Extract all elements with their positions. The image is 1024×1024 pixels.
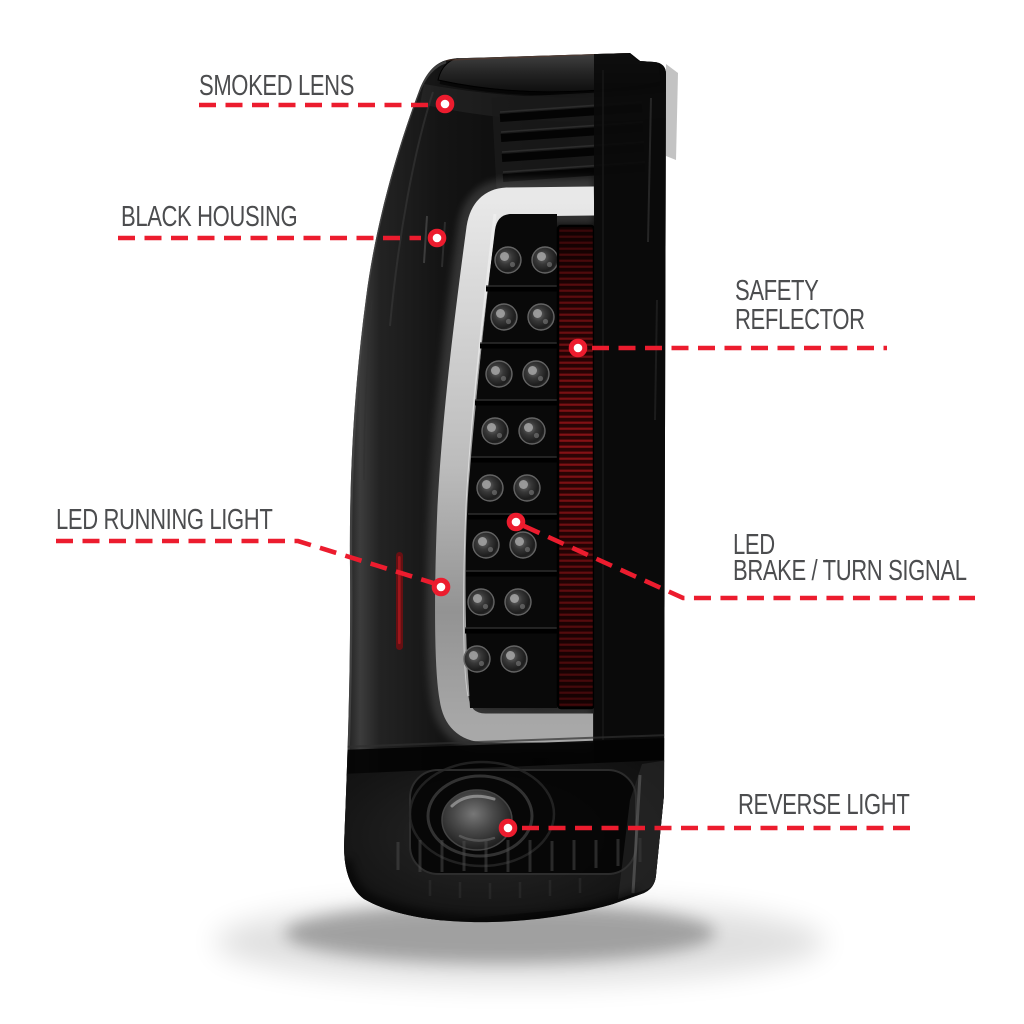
red-reflection-streak (396, 552, 403, 650)
callout-label-led-running-light: LED RUNNING LIGHT (56, 504, 273, 536)
reverse-lens-ribs (396, 838, 642, 872)
callout-label-text: SMOKED LENS (199, 70, 355, 102)
callout-dot-safety-reflector (568, 338, 588, 358)
callout-label-led-brake-turn-signal: LED BRAKE / TURN SIGNAL (733, 529, 967, 587)
callout-label-smoked-lens: SMOKED LENS (199, 72, 354, 101)
led-running-light-bar (435, 186, 595, 743)
lens-details (344, 53, 666, 923)
callout-lead-reverse-light (498, 818, 917, 838)
callout-label-text: LED (733, 529, 775, 561)
callout-lead-black-housing (118, 228, 447, 248)
lens-seam (344, 738, 666, 776)
callout-dot-led-running-light (431, 577, 451, 597)
callout-dot-reverse-light (498, 818, 518, 838)
callout-dot-smoked-lens (435, 94, 455, 114)
callout-label-text: REFLECTOR (735, 304, 865, 336)
callout-dot-led-brake-turn-signal (506, 512, 526, 532)
drop-shadow-wide (215, 900, 825, 984)
housing-side-edge (666, 64, 678, 160)
lens-seam-highlight (344, 734, 666, 748)
callout-label-text: BRAKE / TURN SIGNAL (733, 555, 967, 587)
lens-left-rim (344, 60, 447, 847)
callout-lead-safety-reflector (568, 338, 887, 358)
callout-label-reverse-light: REVERSE LIGHT (738, 789, 910, 821)
callout-label-black-housing: BLACK HOUSING (121, 201, 298, 233)
callout-lead-led-running-light (56, 538, 451, 597)
callout-dot-black-housing (427, 228, 447, 248)
callout-label-text: SAFETY (735, 275, 819, 307)
callout-label-text: LED RUNNING LIGHT (56, 504, 273, 536)
callout-lead-led-brake-turn-signal (506, 512, 975, 601)
callout-label-text: REVERSE LIGHT (738, 789, 910, 821)
callout-label-safety-reflector: SAFETY REFLECTOR (735, 277, 865, 335)
callout-label-text: BLACK HOUSING (121, 201, 298, 233)
callout-lead-smoked-lens (199, 94, 455, 114)
